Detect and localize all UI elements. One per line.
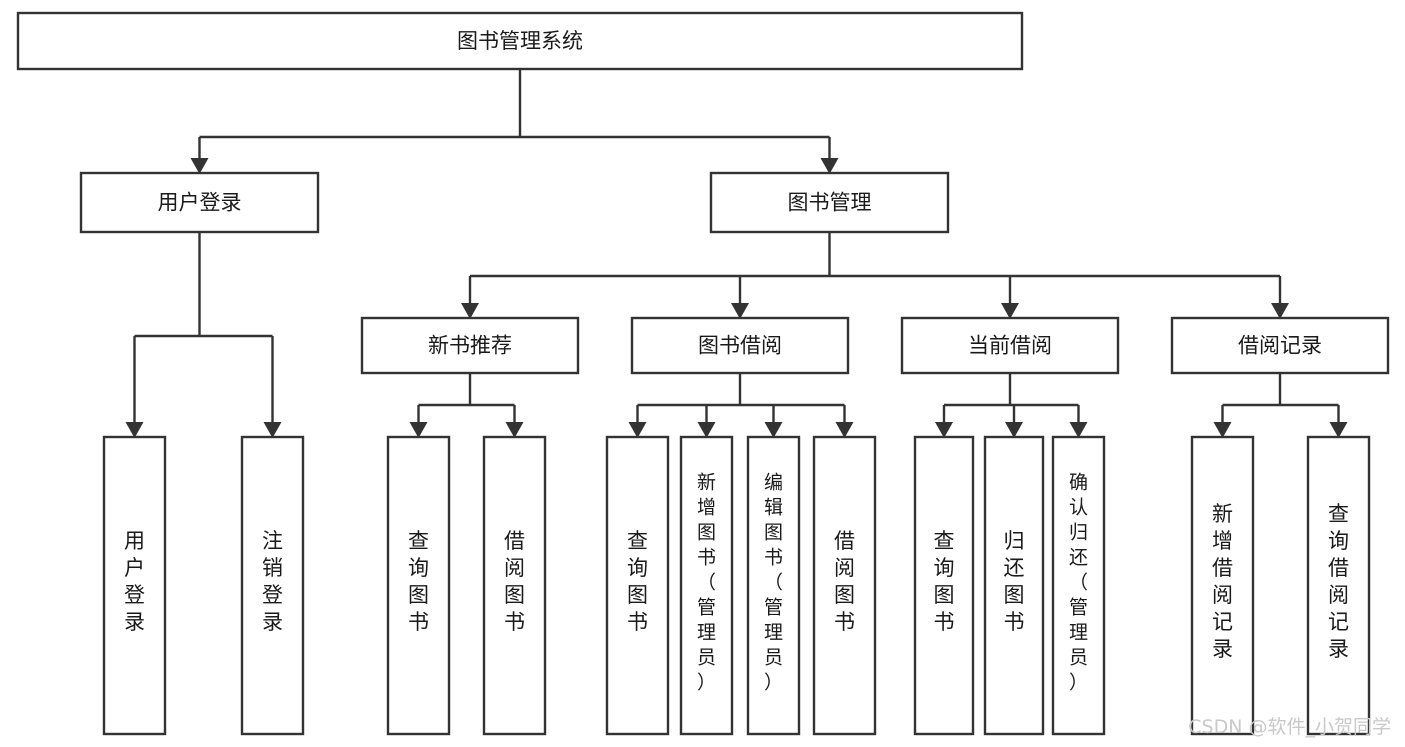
- node-leaf-borrow-query-book[interactable]: 查询图书: [605, 435, 670, 736]
- arrow-head: [1329, 422, 1348, 438]
- node-label: 确认归还（管理员）: [1069, 472, 1088, 694]
- arrow-head: [820, 158, 839, 174]
- arrow-head: [1001, 303, 1019, 319]
- node-box: [709, 171, 950, 234]
- arrow-head: [697, 422, 716, 438]
- arrow-head: [409, 422, 428, 438]
- node-box: [360, 316, 580, 375]
- node-leaf-add-book[interactable]: 新增图书（管理员）: [679, 435, 734, 736]
- node-label: 图书借阅: [698, 334, 782, 358]
- node-l3-current-borrow[interactable]: 当前借阅: [900, 316, 1120, 375]
- node-box: [630, 316, 850, 375]
- arrow-head: [764, 422, 783, 438]
- node-label: 借阅记录: [1238, 334, 1322, 358]
- node-box: [1051, 435, 1106, 736]
- node-box: [746, 435, 801, 736]
- node-leaf-cur-query-book[interactable]: 查询图书: [913, 435, 975, 736]
- node-box: [679, 435, 734, 736]
- node-l3-borrow-record[interactable]: 借阅记录: [1170, 316, 1390, 375]
- edge-layer: [125, 69, 1348, 438]
- node-label: 新增图书（管理员）: [697, 472, 716, 694]
- arrow-head: [263, 422, 282, 438]
- arrow-head: [1069, 422, 1088, 438]
- node-box: [482, 435, 547, 736]
- node-box: [900, 316, 1120, 375]
- node-label: 归还图书: [1004, 529, 1025, 634]
- node-label: 新增借阅记录: [1212, 502, 1233, 661]
- node-l3-new-book-rec[interactable]: 新书推荐: [360, 316, 580, 375]
- node-box: [605, 435, 670, 736]
- node-leaf-return-book[interactable]: 归还图书: [983, 435, 1045, 736]
- node-label: 新书推荐: [428, 334, 512, 358]
- node-label: 注销登录: [262, 529, 283, 634]
- node-label: 编辑图书（管理员）: [764, 472, 783, 694]
- node-box: [102, 435, 167, 736]
- node-box: [983, 435, 1045, 736]
- node-l2-book-manage[interactable]: 图书管理: [709, 171, 950, 234]
- node-box: [16, 11, 1024, 71]
- node-label: 查询图书: [934, 529, 955, 634]
- node-box: [913, 435, 975, 736]
- arrow-head: [1005, 422, 1023, 438]
- node-box: [1170, 316, 1390, 375]
- node-label: 当前借阅: [968, 334, 1052, 358]
- node-box: [1306, 435, 1371, 736]
- arrow-head: [1271, 303, 1289, 319]
- arrow-head: [731, 303, 749, 319]
- arrow-head: [628, 422, 647, 438]
- node-label: 用户登录: [124, 529, 145, 634]
- arrow-head: [505, 422, 524, 438]
- arrow-head: [125, 422, 144, 438]
- node-leaf-query-record[interactable]: 查询借阅记录: [1306, 435, 1371, 736]
- node-leaf-rec-borrow-book[interactable]: 借阅图书: [482, 435, 547, 736]
- node-label: 借阅图书: [834, 529, 855, 634]
- node-label: 图书管理系统: [457, 29, 583, 53]
- node-label: 用户登录: [158, 191, 242, 215]
- node-leaf-logout[interactable]: 注销登录: [240, 435, 305, 736]
- node-leaf-borrow-book[interactable]: 借阅图书: [812, 435, 877, 736]
- node-label: 查询借阅记录: [1328, 502, 1349, 661]
- node-box: [240, 435, 305, 736]
- node-leaf-edit-book[interactable]: 编辑图书（管理员）: [746, 435, 801, 736]
- node-leaf-user-login[interactable]: 用户登录: [102, 435, 167, 736]
- node-box: [386, 435, 451, 736]
- arrow-head: [190, 158, 209, 174]
- node-root[interactable]: 图书管理系统: [16, 11, 1024, 71]
- node-l2-user-login[interactable]: 用户登录: [79, 171, 320, 234]
- node-box: [1190, 435, 1255, 736]
- node-l3-book-borrow[interactable]: 图书借阅: [630, 316, 850, 375]
- arrow-head: [935, 422, 953, 438]
- node-label: 借阅图书: [504, 529, 525, 634]
- node-label: 图书管理: [788, 191, 872, 215]
- node-label: 查询图书: [408, 529, 429, 634]
- node-box: [79, 171, 320, 234]
- node-leaf-rec-query-book[interactable]: 查询图书: [386, 435, 451, 736]
- node-layer: 图书管理系统用户登录图书管理新书推荐图书借阅当前借阅借阅记录用户登录注销登录查询…: [16, 11, 1390, 736]
- node-label: 查询图书: [627, 529, 648, 634]
- arrow-head: [835, 422, 854, 438]
- arrow-head: [1213, 422, 1232, 438]
- node-box: [812, 435, 877, 736]
- node-leaf-add-record[interactable]: 新增借阅记录: [1190, 435, 1255, 736]
- node-leaf-confirm-return[interactable]: 确认归还（管理员）: [1051, 435, 1106, 736]
- arrow-head: [461, 303, 479, 319]
